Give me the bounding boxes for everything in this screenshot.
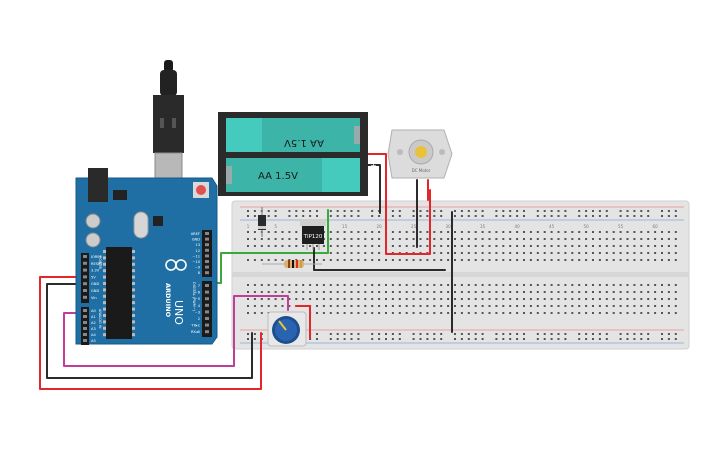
breadboard-column-number: 50 [584, 224, 590, 229]
crystal [133, 211, 149, 239]
pin-label: A2 [91, 321, 96, 325]
pin-label: ~5 [195, 297, 200, 301]
pin-label: A5 [91, 339, 96, 343]
digital-header-top[interactable] [202, 230, 212, 277]
pin-label: A4 [91, 333, 96, 337]
breadboard-column-number: 40 [515, 224, 521, 229]
breadboard-column-number: 45 [549, 224, 555, 229]
pin-label: AREF [191, 232, 200, 236]
pin-label: 2 [198, 317, 200, 321]
wire-black-emitter [313, 247, 446, 271]
pin-label: RX◂0 [191, 330, 201, 334]
arduino-uno-board[interactable]: ARDUINO UNO DIGITAL (PWM~) POWER ANALOG … [75, 168, 218, 345]
digital-header-mid[interactable] [202, 281, 212, 337]
wires [39, 153, 453, 390]
dc-motor[interactable]: DC Motor [387, 129, 453, 179]
breadboard-column-number: 55 [618, 224, 624, 229]
battery-plus: + [370, 161, 377, 170]
battery-cell-top: AA 1.5V [226, 118, 360, 152]
wire-black-gnd [46, 283, 253, 379]
breadboard-column-number: 30 [446, 224, 452, 229]
pin-label: 3.3V [91, 269, 100, 273]
pin-label: A1 [91, 315, 96, 319]
pin-label: 13 [195, 243, 200, 247]
wire-red-pot [295, 305, 311, 339]
pin-label: ~11 [192, 254, 200, 258]
potentiometer-knob-icon [278, 320, 287, 331]
pin-label: ~10 [192, 260, 200, 264]
motor-label: DC Motor [412, 168, 431, 173]
arduino-model: UNO [172, 300, 185, 325]
diode[interactable] [258, 207, 266, 237]
arduino-brand: ARDUINO [164, 283, 172, 318]
wire-red-battery [367, 153, 431, 255]
pin-label: GND [91, 282, 99, 286]
pin-label: ~6 [195, 291, 201, 295]
pin-label: 8 [198, 271, 201, 275]
breadboard-column-number: 35 [480, 224, 486, 229]
usb-cable [153, 60, 184, 194]
breadboard-column-number: 60 [653, 224, 659, 229]
battery-cell-bottom: AA 1.5V [226, 158, 360, 192]
transistor-label: TIP120 [303, 234, 323, 240]
wire-red-5v [39, 276, 262, 390]
pin-label: TX▸1 [190, 324, 200, 328]
wire-black-battery [367, 164, 381, 214]
power-jack [88, 168, 108, 202]
battery-minus: − [370, 145, 377, 154]
breadboard-column-number: 15 [342, 224, 348, 229]
pin-label: GND [192, 238, 200, 242]
svg-text:AA 1.5V: AA 1.5V [258, 171, 298, 182]
pin-label: 4 [198, 304, 201, 308]
analog-label: ANALOG IN [98, 309, 102, 329]
tip120-transistor[interactable]: TIP120 [300, 219, 326, 250]
pin-label: ~9 [195, 266, 201, 270]
pin-label: Vin [91, 296, 97, 300]
analog-header[interactable] [81, 307, 89, 345]
motor-shaft-icon [415, 146, 427, 158]
capacitor [85, 213, 101, 229]
battery-pack[interactable]: AA 1.5V AA 1.5V − + [218, 112, 377, 196]
wire-magenta-a0 [63, 295, 289, 367]
wire-green-pwm [211, 209, 329, 284]
pin-label: A3 [91, 327, 96, 331]
breadboard-column-number: 5 [274, 224, 277, 229]
pin-label: 5V [91, 275, 96, 279]
power-label: POWER [98, 256, 102, 270]
breadboard-column-number: 1 [247, 224, 250, 229]
resistor[interactable] [262, 260, 322, 268]
atmega-chip [106, 247, 132, 339]
digital-label: DIGITAL (PWM~) [192, 282, 196, 312]
pin-label: A0 [91, 309, 96, 313]
breadboard-column-number: 20 [377, 224, 383, 229]
breadboard[interactable]: 151015202530354045505560 [231, 200, 690, 350]
pin-label: GND [91, 289, 99, 293]
pin-label: IOREF [91, 255, 102, 259]
pin-label: 12 [195, 249, 200, 253]
arduino-logo-icon [165, 259, 187, 271]
pin-label: ~3 [195, 310, 200, 314]
pin-label: RESET [91, 262, 103, 266]
breadboard-column-number: 25 [411, 224, 417, 229]
potentiometer[interactable] [267, 311, 307, 347]
pin-label: 7 [198, 284, 200, 288]
capacitor [85, 232, 101, 248]
svg-text:AA 1.5V: AA 1.5V [284, 137, 324, 148]
